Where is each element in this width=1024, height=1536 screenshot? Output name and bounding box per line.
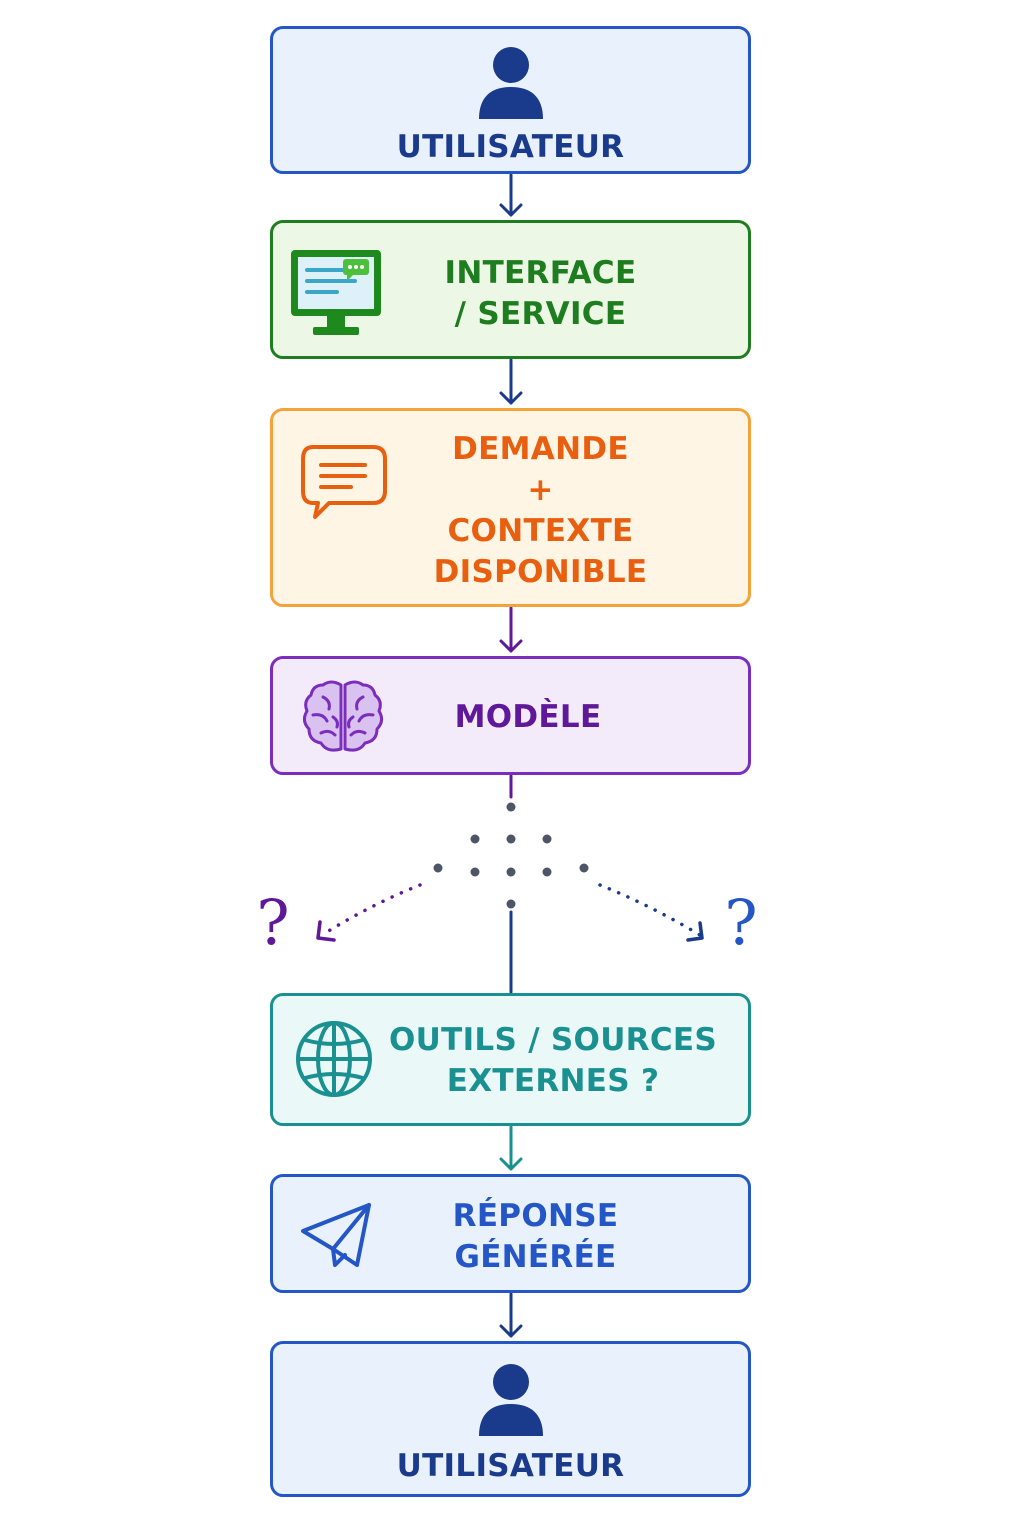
monitor-chat-icon (291, 250, 381, 335)
arrow-request-to-model (499, 606, 523, 653)
arrow-user-to-interface (499, 173, 523, 217)
user-icon (479, 1364, 543, 1436)
question-mark-right: ? (724, 886, 758, 959)
dotted-arrow-left (316, 883, 422, 942)
tools-sources-node: OUTILS / SOURCES EXTERNES ? (270, 993, 751, 1126)
arrow-tools-to-response (499, 1125, 523, 1171)
request-context-label: DEMANDE + CONTEXTE DISPONIBLE (433, 431, 648, 590)
tools-sources-label: OUTILS / SOURCES EXTERNES ? (389, 1022, 717, 1099)
response-node: RÉPONSE GÉNÉRÉE (270, 1174, 751, 1293)
dotted-arrow-right (598, 883, 704, 942)
user-bottom-label: UTILISATEUR (396, 1448, 625, 1484)
user-top-label: UTILISATEUR (396, 129, 625, 165)
question-mark-left: ? (256, 886, 290, 959)
globe-icon (296, 1021, 372, 1097)
arrow-interface-to-request (499, 358, 523, 405)
user-node-bottom: UTILISATEUR (270, 1341, 751, 1497)
response-label: RÉPONSE GÉNÉRÉE (452, 1198, 619, 1275)
speech-bubble-icon (301, 445, 387, 519)
model-node: MODÈLE (270, 656, 751, 775)
user-node-top: UTILISATEUR (270, 26, 751, 174)
arrow-response-to-user (499, 1292, 523, 1338)
brain-icon (302, 680, 384, 752)
interface-label: INTERFACE / SERVICE (444, 255, 637, 332)
paper-plane-icon (301, 1203, 371, 1267)
model-label: MODÈLE (454, 699, 602, 735)
uncertainty-dots (433, 802, 589, 909)
interface-node: INTERFACE / SERVICE (270, 220, 751, 359)
user-icon (479, 47, 543, 119)
request-context-node: DEMANDE + CONTEXTE DISPONIBLE (270, 408, 751, 607)
